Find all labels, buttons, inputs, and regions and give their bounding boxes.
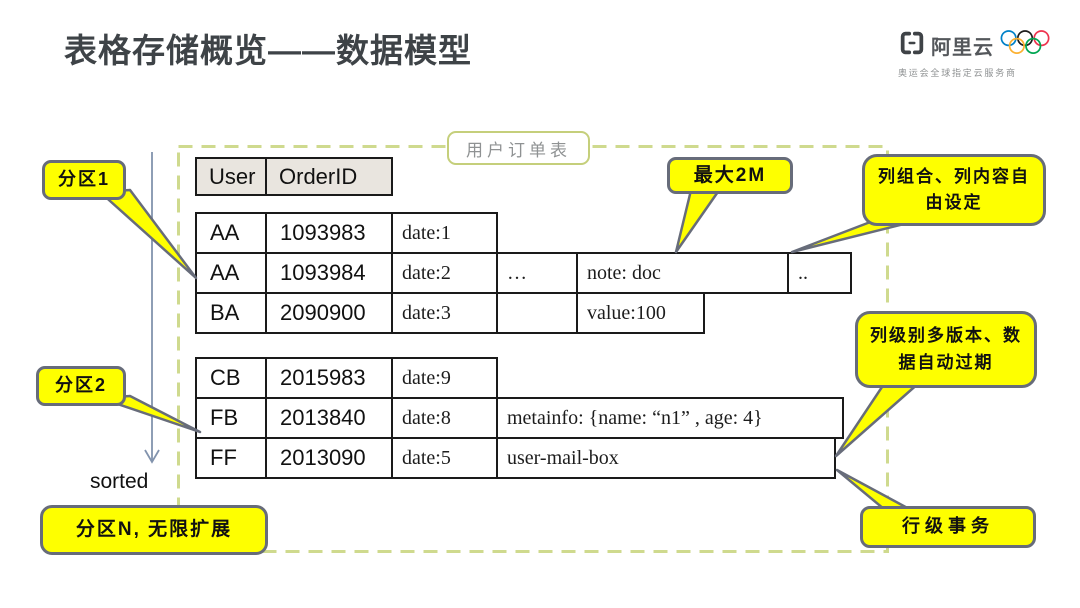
callout-partitionN: 分区N, 无限扩展: [40, 505, 268, 555]
table-boundary-dashed-box: [177, 145, 889, 553]
alibaba-cloud-bracket-icon: [898, 29, 926, 62]
callout-partition1: 分区1: [42, 160, 126, 200]
table-cell: date:9: [391, 357, 498, 399]
callout-partition2: 分区2: [36, 366, 126, 406]
table-cell: 1093984: [265, 252, 393, 294]
table-cell: AA: [195, 252, 267, 294]
callout-multi-version: 列级别多版本、数据自动过期: [855, 311, 1037, 388]
sorted-arrowhead-icon: [144, 449, 160, 464]
table-cell: date:5: [391, 437, 498, 479]
table-cell: value:100: [576, 292, 705, 334]
table-cell: FF: [195, 437, 267, 479]
callout-row-transaction: 行级事务: [860, 506, 1036, 548]
table-cell: date:3: [391, 292, 498, 334]
table-cell: 2013840: [265, 397, 393, 439]
table-cell: 2090900: [265, 292, 393, 334]
column-header-orderid: OrderID: [265, 157, 393, 196]
callout-tail-multi-version: [834, 376, 922, 458]
table-cell: 2015983: [265, 357, 393, 399]
table-cell: AA: [195, 212, 267, 254]
table-cell: BA: [195, 292, 267, 334]
alibaba-cloud-logo: 阿里云 奥运会全球指定云服务商: [898, 28, 1066, 79]
callout-tail-partition1: [98, 188, 198, 280]
olympic-rings-icon: [999, 28, 1053, 63]
table-cell: [496, 292, 578, 334]
callout-max2m: 最大2M: [667, 157, 793, 194]
table-cell: …: [496, 252, 578, 294]
table-cell: metainfo: {name: “n1” , age: 4}: [496, 397, 844, 439]
sorted-label: sorted: [90, 470, 149, 493]
table-cell: date:1: [391, 212, 498, 254]
table-cell: 2013090: [265, 437, 393, 479]
table-cell: date:2: [391, 252, 498, 294]
table-cell: ..: [787, 252, 852, 294]
table-cell: FB: [195, 397, 267, 439]
callout-tail-max2m: [674, 184, 724, 254]
table-cell: user-mail-box: [496, 437, 836, 479]
callout-column-free: 列组合、列内容自由设定: [862, 154, 1046, 226]
column-header-user: User: [195, 157, 267, 196]
table-cell: 1093983: [265, 212, 393, 254]
logo-tagline: 奥运会全球指定云服务商: [898, 68, 1017, 78]
table-cell: CB: [195, 357, 267, 399]
table-title-badge: 用户订单表: [447, 131, 590, 165]
page-title: 表格存储概览——数据模型: [64, 32, 472, 69]
table-cell: note: doc: [576, 252, 789, 294]
brand-name: 阿里云: [931, 37, 994, 59]
table-cell: date:8: [391, 397, 498, 439]
